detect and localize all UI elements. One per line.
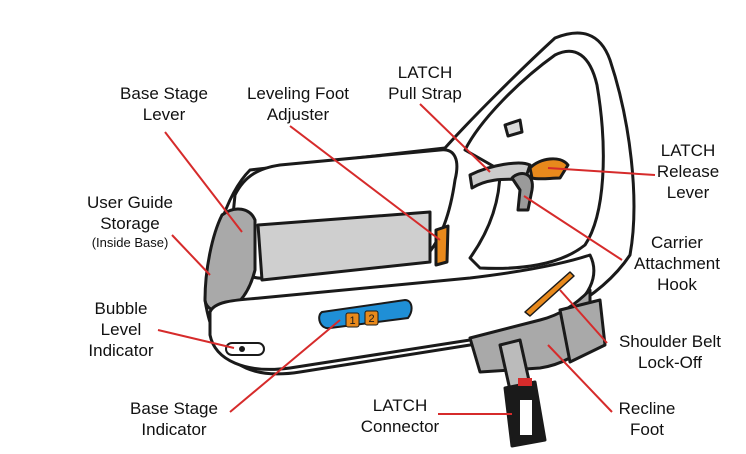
stage-button-1: 1 — [349, 315, 355, 327]
label-user-guide-storage-note: (Inside Base) — [91, 235, 169, 250]
leader-user-guide-storage — [171, 234, 211, 276]
label-bubble-level-indicator: Bubble Level Indicator — [88, 299, 154, 360]
leader-latch-pull-strap — [419, 103, 491, 173]
leader-carrier-attachment-hook — [523, 195, 623, 261]
leader-shoulder-belt-lock-off — [559, 289, 608, 344]
label-latch-connector: LATCH Connector — [360, 396, 440, 436]
leader-base-stage-indicator — [229, 319, 341, 413]
label-user-guide-storage: User Guide Storage (Inside Base) — [64, 192, 196, 252]
label-shoulder-belt-lock-off: Shoulder Belt Lock-Off — [618, 332, 722, 372]
base-body — [203, 31, 636, 448]
base-stage-indicator-graphic: 1 2 — [318, 298, 413, 330]
label-recline-foot: Recline Foot — [618, 399, 676, 439]
stage-button-2: 2 — [368, 313, 374, 325]
bubble-level-graphic — [225, 342, 265, 356]
label-base-stage-indicator: Base Stage Indicator — [130, 399, 218, 439]
leader-latch-release-lever — [547, 167, 656, 176]
leader-recline-foot — [547, 344, 613, 413]
leader-base-stage-lever — [164, 131, 243, 233]
label-latch-release-lever: LATCH Release Lever — [656, 141, 720, 202]
label-latch-pull-strap: LATCH Pull Strap — [388, 63, 462, 103]
leader-bubble-level-indicator — [157, 329, 235, 349]
leader-lines — [157, 103, 656, 415]
label-carrier-attachment-hook: Carrier Attachment Hook — [634, 233, 720, 294]
leader-leveling-foot-adjuster — [289, 125, 441, 241]
label-base-stage-lever: Base Stage Lever — [120, 84, 208, 124]
label-leveling-foot-adjuster: Leveling Foot Adjuster — [246, 84, 350, 124]
